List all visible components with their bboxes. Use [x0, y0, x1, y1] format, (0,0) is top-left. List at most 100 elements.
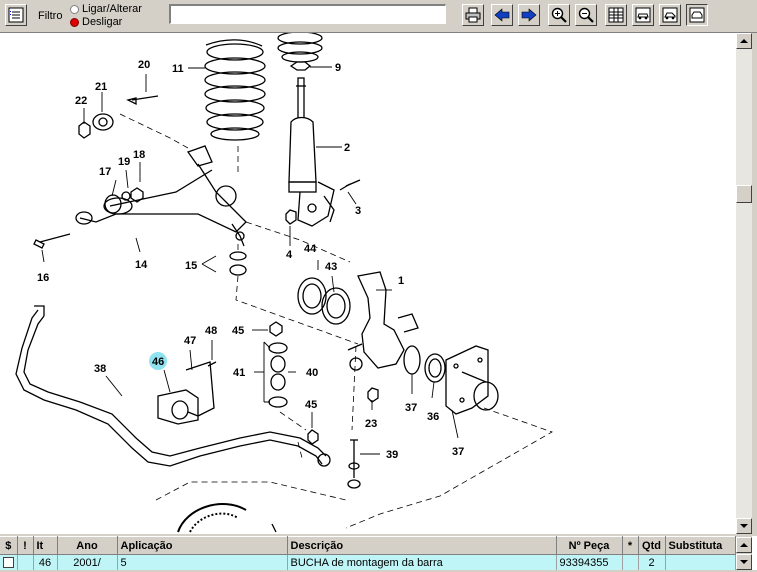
bearing-37 [424, 353, 446, 383]
forward-button[interactable] [518, 4, 540, 26]
callout-42[interactable]: 39 [386, 449, 398, 461]
scroll-down-button[interactable] [736, 518, 752, 534]
zoom-out-button[interactable] [575, 4, 597, 26]
callout-38[interactable]: 37 [405, 402, 417, 414]
col-header-quantity[interactable]: Qtd [638, 536, 666, 555]
upper-control-arm [75, 145, 247, 247]
callout-4[interactable]: 4 [286, 249, 293, 261]
print-button[interactable] [462, 4, 484, 26]
callout-45-top[interactable]: 45 [232, 325, 244, 337]
col-header-item[interactable]: It [33, 536, 58, 555]
suspension-diagram-svg: 46 11 9 2 3 4 44 43 1 20 21 22 17 19 18 … [15, 33, 553, 533]
callout-2[interactable]: 2 [344, 142, 350, 154]
callout-17[interactable]: 17 [99, 166, 111, 178]
callout-15[interactable]: 15 [185, 260, 197, 272]
row-checkbox[interactable] [3, 557, 14, 569]
table-scroll-down-button[interactable] [736, 554, 752, 570]
nut-45-bottom [307, 429, 319, 445]
car-view-2-button[interactable] [659, 4, 681, 26]
scroll-thumb[interactable] [736, 185, 752, 203]
col-header-part-number[interactable]: Nº Peça [556, 536, 623, 555]
callout-37[interactable]: 36 [427, 411, 439, 423]
zoom-in-button[interactable] [548, 4, 570, 26]
bushing-43-top [270, 355, 286, 373]
callout-3[interactable]: 3 [355, 205, 361, 217]
radio-off-dot[interactable] [70, 17, 79, 27]
callout-47[interactable]: 47 [184, 335, 196, 347]
row-part-number: 93394355 [556, 554, 623, 570]
callout-46[interactable]: 46 [152, 356, 164, 368]
col-header-application[interactable]: Aplicação [117, 536, 288, 555]
filter-input[interactable] [169, 4, 446, 24]
callout-19[interactable]: 19 [118, 156, 130, 168]
callout-36[interactable]: 37 [452, 446, 464, 458]
car-icon [635, 7, 651, 23]
list-filter-icon [8, 7, 24, 23]
toolbar: Filtro Ligar/Alterar Desligar [0, 0, 757, 33]
grid-view-button[interactable] [605, 4, 627, 26]
callout-1[interactable]: 1 [398, 275, 404, 287]
callout-20[interactable]: 20 [138, 59, 150, 71]
washer-15-bottom [229, 264, 247, 276]
col-header-star[interactable]: * [622, 536, 639, 555]
bolt-16 [39, 233, 71, 243]
callout-48[interactable]: 48 [205, 325, 217, 337]
row-checkbox-cell[interactable] [0, 554, 18, 570]
callout-41[interactable]: 38 [94, 363, 106, 375]
radio-toggle-dot[interactable] [70, 4, 79, 14]
printer-icon [465, 7, 481, 23]
radio-toggle-label: Ligar/Alterar [82, 3, 142, 15]
col-header-description[interactable]: Descrição [287, 536, 557, 555]
col-header-dollar[interactable]: $ [0, 536, 18, 555]
callout-9[interactable]: 9 [335, 62, 341, 74]
nut-9 [289, 61, 312, 71]
bearing-38 [403, 345, 421, 375]
washer-15-top [229, 251, 247, 261]
brake-disc [177, 503, 277, 533]
washer-44-top [268, 342, 288, 354]
table-row[interactable]: 46 2001/ 5 BUCHA de montagem da barra 93… [0, 554, 736, 570]
callout-16[interactable]: 16 [37, 272, 49, 284]
car-side-icon [662, 7, 678, 23]
callout-40[interactable]: 44 [304, 243, 317, 255]
callout-highlight[interactable] [149, 352, 167, 370]
callout-39[interactable]: 43 [325, 261, 337, 273]
zoom-out-icon [578, 7, 594, 23]
callout-22[interactable]: 22 [75, 95, 87, 107]
col-header-flag[interactable]: ! [17, 536, 34, 555]
callout-14[interactable]: 14 [135, 259, 148, 271]
row-substitute [665, 554, 736, 570]
car-view-1-button[interactable] [632, 4, 654, 26]
callout-18[interactable]: 18 [133, 149, 145, 161]
filter-list-button[interactable] [5, 4, 27, 26]
diagram-vertical-scrollbar[interactable] [736, 33, 752, 534]
steering-knuckle [347, 271, 419, 371]
stabilizer-bar [15, 305, 331, 467]
table-header-row: $ ! It Ano Aplicação Descrição Nº Peça *… [0, 536, 736, 555]
bushing-21 [92, 113, 114, 131]
callout-43[interactable]: 40 [306, 367, 318, 379]
bolt-48 [207, 361, 217, 367]
upper-spring [277, 33, 323, 63]
col-header-year[interactable]: Ano [57, 536, 118, 555]
callout-23[interactable]: 23 [365, 418, 377, 430]
callout-21[interactable]: 21 [95, 81, 107, 93]
parts-table: $ ! It Ano Aplicação Descrição Nº Peça *… [0, 536, 736, 570]
leader-lines [41, 66, 459, 455]
shock-absorber [288, 77, 335, 227]
assembly-lines [119, 113, 553, 529]
col-header-substitute[interactable]: Substituta [665, 536, 736, 555]
callout-44[interactable]: 41 [233, 367, 245, 379]
back-button[interactable] [491, 4, 513, 26]
grid-icon [608, 7, 624, 23]
table-scroll-up-button[interactable] [736, 537, 752, 553]
scroll-up-button[interactable] [736, 33, 752, 49]
nut-4 [285, 209, 297, 225]
arrow-left-icon [494, 8, 510, 22]
table-scrollbar[interactable] [736, 536, 752, 570]
callout-11[interactable]: 11 [172, 63, 184, 75]
car-view-3-button[interactable] [686, 4, 708, 26]
radio-off[interactable]: Desligar [70, 16, 122, 28]
radio-toggle[interactable]: Ligar/Alterar [70, 3, 142, 15]
callout-45-bottom[interactable]: 45 [305, 399, 317, 411]
